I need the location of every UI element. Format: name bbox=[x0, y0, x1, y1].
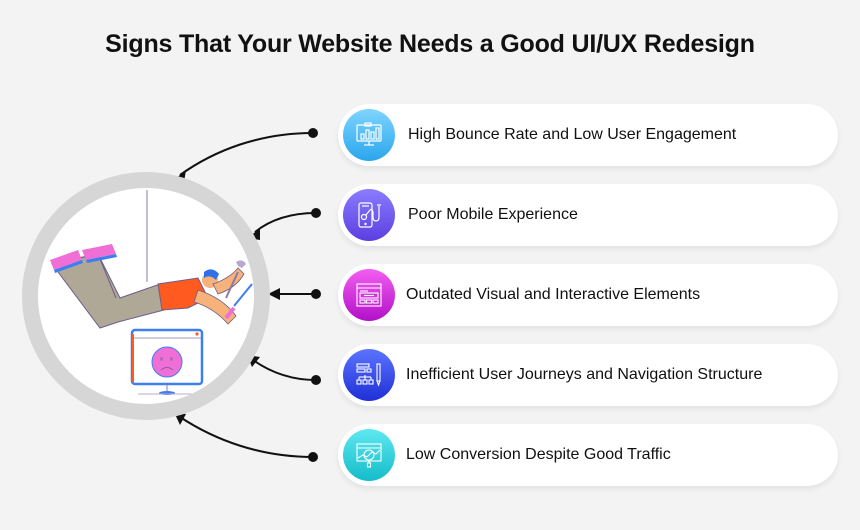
hub-ring: × × bbox=[22, 172, 270, 420]
mobile-stethoscope-icon bbox=[343, 189, 395, 241]
sign-card-outdated-visuals: Outdated Visual and Interactive Elements bbox=[338, 264, 838, 326]
svg-text:×: × bbox=[169, 356, 174, 363]
svg-text:×: × bbox=[159, 356, 164, 363]
sign-card-low-conversion: Low Conversion Despite Good Traffic bbox=[338, 424, 838, 486]
sign-label: Poor Mobile Experience bbox=[408, 206, 578, 223]
browser-magnifier-chart-icon bbox=[343, 429, 395, 481]
browser-layout-icon bbox=[343, 269, 395, 321]
repair-person-illustration: × × bbox=[50, 190, 253, 395]
connector-4 bbox=[252, 359, 317, 381]
sign-label: Inefficient User Journeys and Navigation… bbox=[406, 366, 763, 383]
arrowhead-3 bbox=[268, 288, 280, 300]
connector-dot-2 bbox=[311, 208, 321, 218]
connector-5 bbox=[179, 416, 314, 458]
connector-dot-4 bbox=[311, 375, 321, 385]
sign-card-inefficient-journeys: Inefficient User Journeys and Navigation… bbox=[338, 344, 838, 406]
connector-1 bbox=[179, 132, 314, 176]
page-title: Signs That Your Website Needs a Good UI/… bbox=[105, 30, 755, 58]
connector-dot-1 bbox=[308, 128, 318, 138]
sitemap-pencil-icon bbox=[343, 349, 395, 401]
hub-illustration: × × bbox=[38, 188, 254, 404]
connector-2 bbox=[254, 212, 317, 233]
connector-dot-5 bbox=[308, 452, 318, 462]
sign-label: High Bounce Rate and Low User Engagement bbox=[408, 126, 737, 143]
monitor-bar-chart-icon bbox=[343, 109, 395, 161]
sign-label: Low Conversion Despite Good Traffic bbox=[406, 446, 671, 463]
sign-card-high-bounce-rate: High Bounce Rate and Low User Engagement bbox=[338, 104, 838, 166]
sign-label: Outdated Visual and Interactive Elements bbox=[406, 286, 701, 303]
connector-dot-3 bbox=[311, 289, 321, 299]
sign-card-poor-mobile-experience: Poor Mobile Experience bbox=[338, 184, 838, 246]
